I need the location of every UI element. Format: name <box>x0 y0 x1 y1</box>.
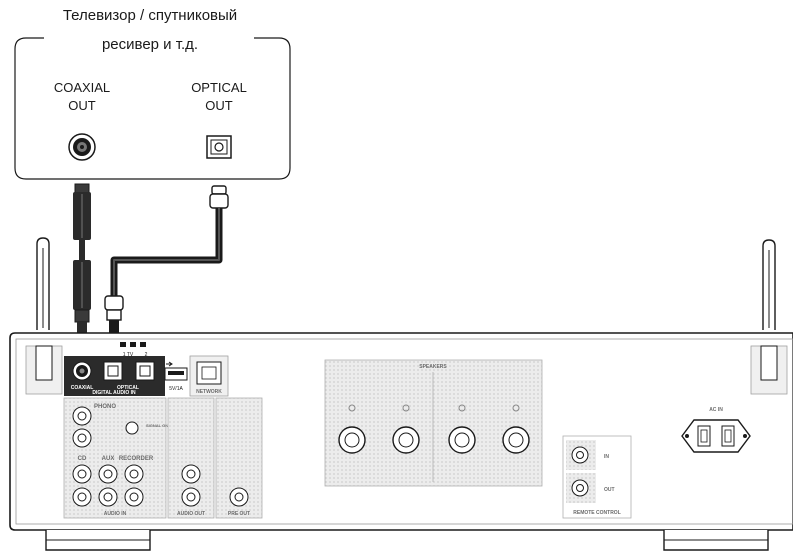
pre-out-label: PRE OUT <box>228 511 250 517</box>
remote-in-label: IN <box>604 454 609 460</box>
digital-audio-in-block: COAXIAL OPTICAL DIGITAL AUDIO IN <box>64 356 165 396</box>
optical-out-jack <box>206 135 232 159</box>
audio-in-label: AUDIO IN <box>104 511 127 517</box>
source-device-box <box>14 37 291 180</box>
coaxial-in-label: COAXIAL <box>71 385 94 391</box>
recorder-label: RECORDER <box>119 456 154 462</box>
aux-label: AUX <box>102 456 115 462</box>
speakers-label: SPEAKERS <box>419 364 447 370</box>
coaxial-out-label-line1: COAXIAL <box>54 80 110 95</box>
usb-rating-label: 5V/1A <box>169 386 183 392</box>
digital-audio-in-label: DIGITAL AUDIO IN <box>92 390 136 396</box>
coaxial-cable <box>73 183 91 366</box>
remote-control-label: REMOTE CONTROL <box>573 510 621 516</box>
right-antenna <box>762 239 776 330</box>
network-label: NETWORK <box>196 389 222 395</box>
speakers-block: SPEAKERS <box>324 359 543 487</box>
audio-out-block: AUDIO OUT <box>167 397 215 519</box>
phono-label: PHONO <box>94 404 116 410</box>
usb-port: 5V/1A <box>164 361 188 392</box>
ac-in-socket: AC IN <box>681 407 751 453</box>
coaxial-out-label-line2: OUT <box>68 98 96 113</box>
amplifier-rear-panel: COAXIAL OPTICAL DIGITAL AUDIO IN 1 TV 2 … <box>9 237 793 551</box>
audio-out-label: AUDIO OUT <box>177 511 205 517</box>
coaxial-out-jack <box>68 133 96 161</box>
cd-label: CD <box>78 456 87 462</box>
left-foot <box>45 530 151 551</box>
remote-control-block: IN OUT REMOTE CONTROL <box>562 435 632 519</box>
optical-2-label: 2 <box>145 352 148 358</box>
left-antenna <box>36 237 50 330</box>
signal-gnd-label: SIGNAL GND <box>146 423 171 428</box>
pre-out-block: PRE OUT <box>215 397 263 519</box>
ac-in-label: AC IN <box>709 407 723 413</box>
optical-in-label: OPTICAL <box>117 385 139 391</box>
source-device-title-line1: Телевизор / спутниковый <box>63 7 237 24</box>
network-port: NETWORK <box>189 355 229 397</box>
remote-out-label: OUT <box>604 487 615 493</box>
optical-out-label-line2: OUT <box>205 98 233 113</box>
optical-1-label: 1 TV <box>123 352 134 358</box>
source-device: Телевизор / спутниковый ресивер и т.д. C… <box>14 7 291 180</box>
source-device-title-line2: ресивер и т.д. <box>102 36 198 53</box>
optical-out-label-line1: OPTICAL <box>191 80 247 95</box>
audio-in-block: PHONO SIGNAL GND CD AUX RECORDER AUDIO I… <box>63 397 171 519</box>
right-foot <box>663 530 769 551</box>
